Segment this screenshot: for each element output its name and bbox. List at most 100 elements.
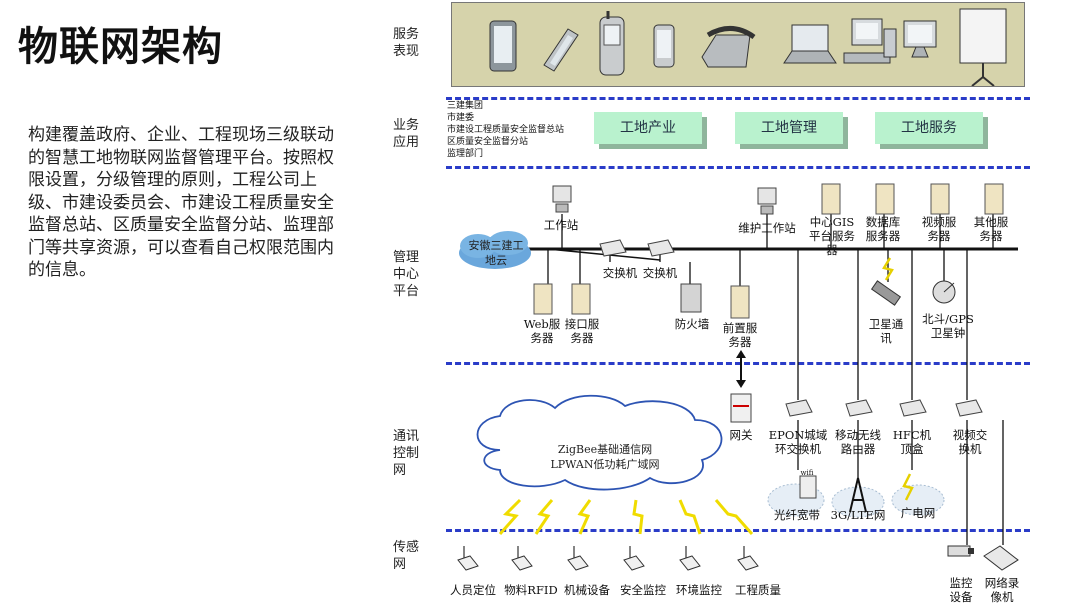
wireless-label: 移动无线路由器 [835,428,881,456]
cable-label: 广电网 [900,506,936,520]
sensor-security-icon [623,555,645,571]
sensor-label: 物料RFID [504,583,558,597]
layer-label-comm: 通讯控制网 [393,429,420,478]
fiber-network-icon [767,475,825,517]
nvr-icon [983,545,1019,571]
app-box-service: 工地服务 [875,112,983,144]
front-server-icon [730,285,750,319]
camera-label: 监控设备 [949,576,973,604]
sensor-label: 机械设备 [564,583,610,597]
switch-label: 交换机 [602,266,638,280]
sensor-icons [457,555,759,571]
comm-cloud-icon [476,394,723,491]
nvr-label: 网络录像机 [984,576,1020,604]
sensor-environment-icon [679,555,701,571]
smartphone-icon [653,24,675,68]
layer-separator [446,529,1030,532]
layer-separator [446,97,1030,100]
other-server-label: 其他服务器 [973,215,1009,243]
server-icons [533,183,1004,319]
phone-icon [543,28,579,72]
cloud-icon [459,231,531,269]
service-devices-panel [451,2,1025,87]
hfc-box-icon [899,399,927,417]
workstation-icon [552,185,572,213]
wireless-router-icon [845,399,873,417]
sensor-label: 环境监控 [676,583,722,597]
video-server-label: 视频服务器 [921,215,957,243]
epon-label: EPON城域环交换机 [768,428,828,456]
sensor-label: 工程质量 [735,583,781,597]
monitor-icon [903,20,937,58]
sensor-person-icon [457,555,479,571]
layer-label-sensor: 传感网 [393,540,420,572]
satellite-label: 卫星通讯 [868,317,904,345]
projector-screen-icon [959,8,1007,87]
organization-item: 市建设工程质量安全监督总站 [447,125,565,135]
comm-cloud-label-1: ZigBee基础通信网 [557,443,653,456]
workstation-label: 工作站 [543,218,579,232]
db-server-icon [875,183,895,215]
tablet-icon [489,20,517,72]
app-box-management: 工地管理 [735,112,843,144]
gateway-label: 网关 [729,428,753,442]
organization-item: 监理部门 [447,149,484,159]
other-server-icon [984,183,1004,215]
switch-icons [599,239,675,257]
sensor-label: 人员定位 [450,583,496,597]
gis-server-icon [821,183,841,215]
web-server-label: Web服务器 [523,317,561,345]
cable-network-icon [891,473,945,516]
sensor-label: 安全监控 [620,583,666,597]
maintenance-label: 维护工作站 [738,221,796,235]
page-title: 物联网架构 [18,24,223,70]
gateway-icon [730,393,752,423]
organization-item: 市建委 [447,113,475,123]
interface-server-icon [571,283,591,315]
layer-separator [446,362,1030,365]
wireless-signal-icons [498,498,754,535]
mobile-phone-icon [599,11,625,76]
satellite-icon [870,257,902,306]
lte-tower-icon [831,477,885,518]
page-description: 构建覆盖政府、企业、工程现场三级联动的智慧工地物联网监督管理平台。按照权限设置，… [28,125,334,280]
wifi-label: wifi [800,469,814,477]
organization-list: 三建集团 市建委 市建设工程质量安全监督总站 区质量安全监督分站 监理部门 [447,100,564,160]
switch-label: 交换机 [642,266,678,280]
video-switch-label: 视频交换机 [952,428,988,456]
desktop-computer-icon [843,18,897,64]
video-switch-icon [955,399,983,417]
beidou-label: 北斗/GPS卫星钟 [922,312,974,340]
layer-label-service: 服务表现 [393,27,420,59]
interface-server-label: 接口服务器 [564,317,600,345]
web-server-icon [533,283,553,315]
hfc-label: HFC机顶盒 [892,428,932,456]
sensor-machine-icon [567,555,589,571]
gps-dish-icon [932,280,956,304]
layer-label-management: 管理中心平台 [393,250,420,299]
lte-label: 3G/LTE网 [830,508,886,522]
service-device-icons [489,8,1007,87]
organization-item: 三建集团 [447,101,484,111]
cloud-label: 安徽三建工地云 [468,239,524,267]
video-server-icon [930,183,950,215]
camera-icon [947,545,974,557]
maintenance-workstation-icon [757,187,777,215]
fiber-label: 光纤宽带 [774,508,820,522]
epon-switch-icon [785,399,813,417]
switch-icon [647,239,675,257]
gateway-arrow [736,350,746,388]
switch-icon [599,239,627,257]
sensor-quality-icon [737,555,759,571]
comm-cloud-label-2: LPWAN低功耗广域网 [550,458,660,471]
layer-separator [446,166,1030,169]
layer-label-business: 业务应用 [393,118,420,150]
app-box-industry: 工地产业 [594,112,702,144]
desk-phone-icon [701,26,756,68]
platform-connectors [547,214,1004,545]
firewall-label: 防火墙 [674,317,710,331]
firewall-icon [680,283,702,313]
sensor-rfid-icon [511,555,533,571]
organization-item: 区质量安全监督分站 [447,137,529,147]
